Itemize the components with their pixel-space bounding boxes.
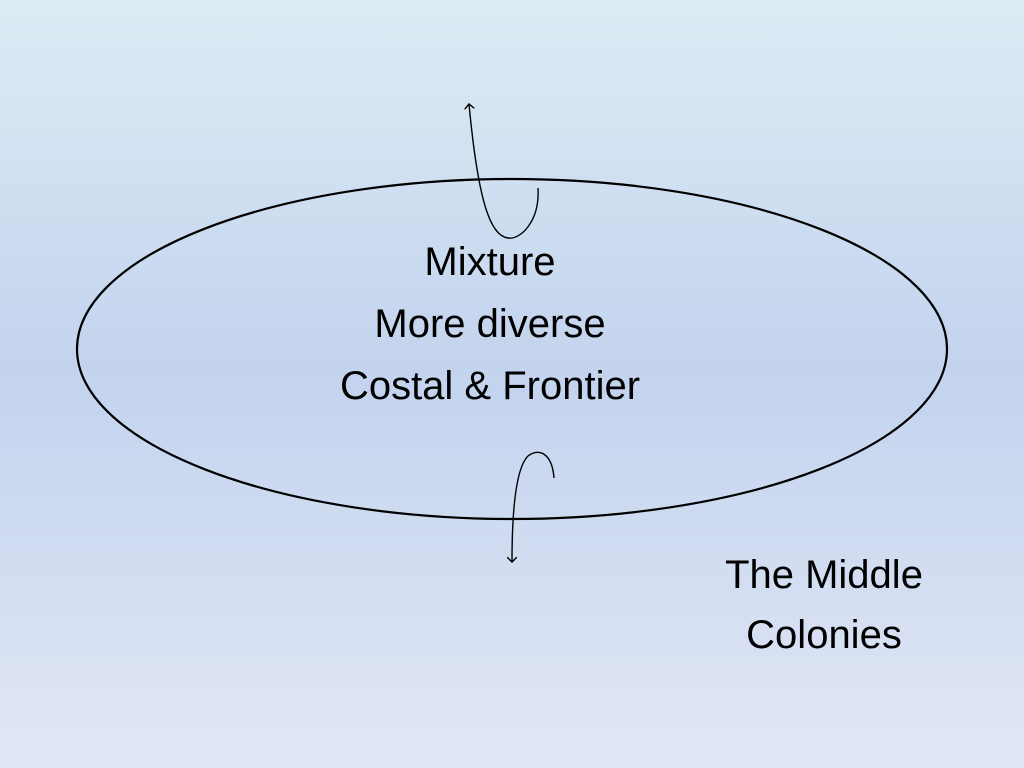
oval-line-diverse: More diverse bbox=[374, 302, 606, 346]
colony-oval bbox=[75, 177, 949, 521]
top-curved-arrow bbox=[469, 104, 539, 239]
caption-line-1: The Middle bbox=[725, 553, 923, 597]
oval-line-mixture: Mixture bbox=[424, 240, 556, 284]
oval-text: Mixture More diverse Costal & Frontier bbox=[290, 231, 690, 417]
slide-caption: The Middle Colonies bbox=[684, 545, 964, 665]
oval-line-costal-frontier: Costal & Frontier bbox=[339, 364, 641, 408]
caption-line-2: Colonies bbox=[746, 613, 902, 657]
bottom-curved-arrow bbox=[512, 451, 555, 562]
